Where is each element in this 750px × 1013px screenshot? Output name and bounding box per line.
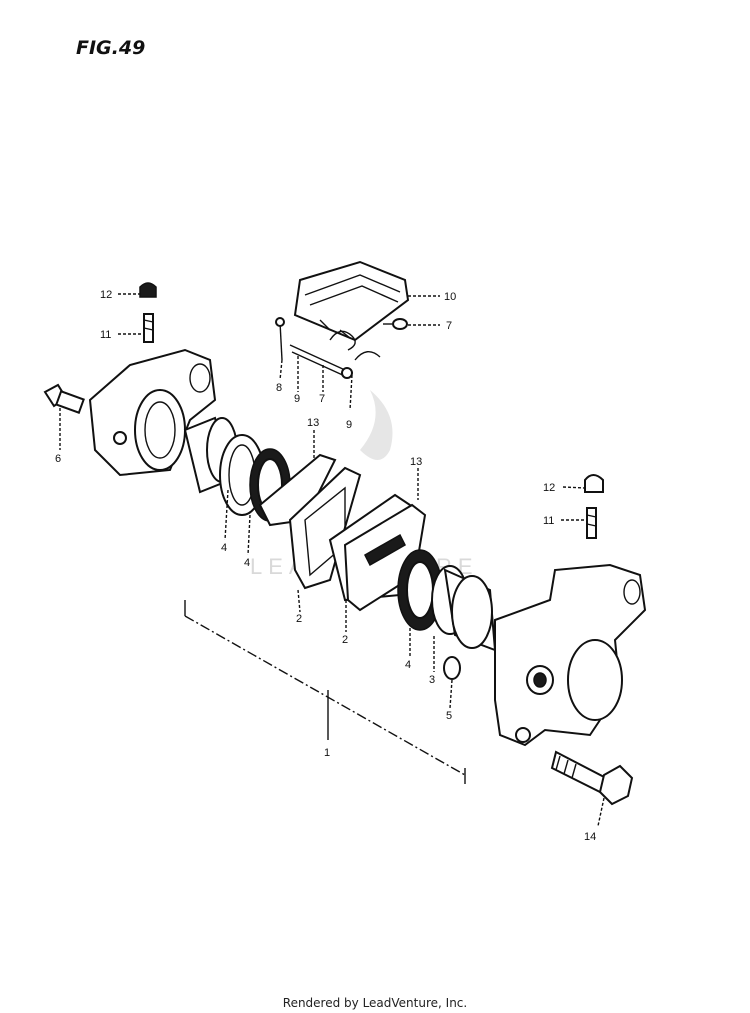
bleeder-screws-and-caps xyxy=(139,282,604,539)
callout-8: 8 xyxy=(276,382,282,394)
outer-piston-and-seals xyxy=(397,549,497,680)
callout-labels: 12 11 6 4 4 2 13 2 13 4 3 5 1 8 9 7 9 10… xyxy=(55,289,596,843)
callout-4: 4 xyxy=(405,659,411,671)
pad-pin-and-clips xyxy=(275,317,408,379)
caliper-outer-half xyxy=(494,563,647,747)
callout-13: 13 xyxy=(307,417,319,429)
callout-13: 13 xyxy=(410,456,422,468)
callout-9: 9 xyxy=(346,419,352,431)
assembly-bracket xyxy=(184,600,466,784)
callout-3: 4 xyxy=(221,542,227,554)
callout-11: 11 xyxy=(100,329,111,341)
callout-12: 12 xyxy=(543,482,555,494)
brake-pads-and-shims xyxy=(258,453,427,612)
pad-cover xyxy=(293,260,410,342)
callout-9: 9 xyxy=(294,393,300,405)
callout-6: 6 xyxy=(55,453,61,465)
callout-3: 3 xyxy=(429,674,435,686)
callout-2: 2 xyxy=(296,613,302,625)
callout-7: 7 xyxy=(319,393,325,405)
callout-12: 12 xyxy=(100,289,112,301)
figure-title: FIG.49 xyxy=(76,37,145,59)
callout-5: 5 xyxy=(446,710,452,722)
callout-14: 14 xyxy=(584,831,596,843)
callout-7: 7 xyxy=(446,320,452,332)
caliper-inner-half xyxy=(88,348,217,477)
footer-credit: Rendered by LeadVenture, Inc. xyxy=(282,996,468,1010)
watermark-flame-icon xyxy=(360,390,393,460)
caliper-bolt-14 xyxy=(550,750,634,806)
leader-lines xyxy=(59,293,605,827)
inner-piston-and-seals xyxy=(183,416,291,522)
caliper-bolt-6 xyxy=(43,383,85,414)
callout-2: 2 xyxy=(342,634,348,646)
callout-11: 11 xyxy=(543,515,554,527)
callout-1: 1 xyxy=(324,747,330,759)
callout-10: 10 xyxy=(444,291,456,303)
callout-4: 4 xyxy=(244,557,250,569)
